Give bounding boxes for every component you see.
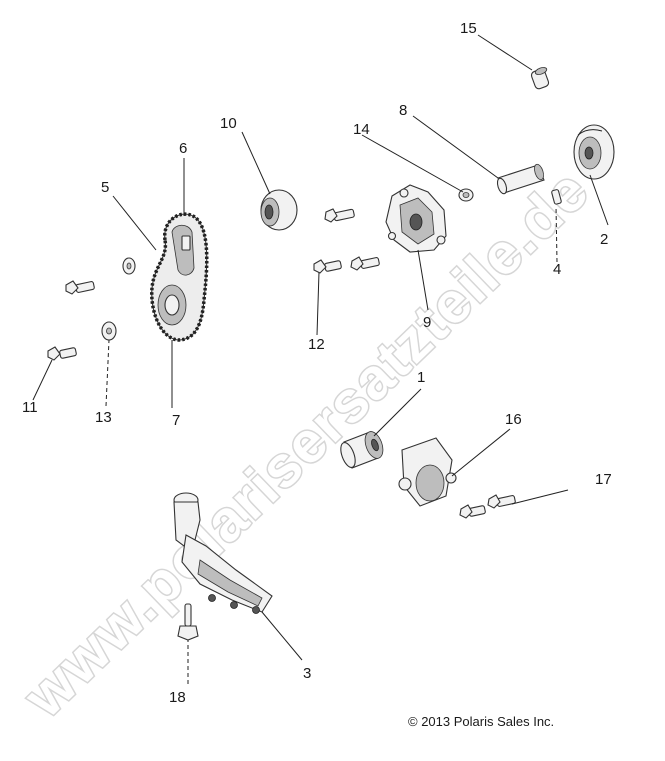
part-17-bolts — [459, 494, 516, 519]
callout-15: 15 — [460, 20, 477, 37]
bolt-17a — [487, 494, 516, 509]
part-5-6-7-chain-assembly — [150, 212, 209, 342]
part-10-spacer — [260, 189, 298, 231]
bolt-12b — [350, 256, 380, 271]
callout-8: 8 — [399, 102, 407, 119]
part-16-tensioner — [398, 437, 457, 507]
part-4-pin — [551, 189, 562, 205]
part-11-bolt-lower — [47, 346, 77, 361]
part-15-sleeve — [530, 67, 550, 90]
callouts: 15 8 14 10 6 5 2 4 9 12 11 13 7 1 16 17 … — [22, 20, 612, 706]
callout-1: 1 — [417, 369, 425, 386]
part-13-washer — [101, 321, 117, 341]
callout-5: 5 — [101, 179, 109, 196]
watermark: www.polarisersatzteile.de — [10, 155, 603, 731]
leader-lines — [32, 34, 609, 684]
part-9-pump-body — [385, 184, 447, 253]
part-11-bolt-upper — [65, 280, 95, 295]
callout-18: 18 — [169, 689, 186, 706]
copyright-notice: © 2013 Polaris Sales Inc. — [408, 714, 555, 729]
bolt-12a — [324, 208, 355, 223]
callout-4: 4 — [553, 261, 561, 278]
part-18-stud — [177, 603, 199, 641]
callout-7: 7 — [172, 412, 180, 429]
watermark-text: www.polarisersatzteile.de — [11, 157, 601, 730]
callout-10: 10 — [220, 115, 237, 132]
callout-13: 13 — [95, 409, 112, 426]
part-12-bolts — [313, 208, 380, 274]
callout-16: 16 — [505, 411, 522, 428]
callout-12: 12 — [308, 336, 325, 353]
part-3-guide — [173, 492, 273, 614]
callout-11: 11 — [22, 399, 38, 416]
callout-17: 17 — [595, 471, 612, 488]
part-washer-upper — [122, 257, 136, 275]
callout-2: 2 — [600, 231, 608, 248]
bolt-12c — [313, 259, 342, 274]
callout-9: 9 — [423, 314, 431, 331]
part-1-valve — [340, 431, 384, 469]
callout-14: 14 — [353, 121, 370, 138]
bolt-17b — [459, 504, 486, 519]
callout-6: 6 — [179, 140, 187, 157]
callout-3: 3 — [303, 665, 311, 682]
part-8-shaft — [496, 163, 545, 195]
part-2-sprocket — [573, 124, 615, 180]
